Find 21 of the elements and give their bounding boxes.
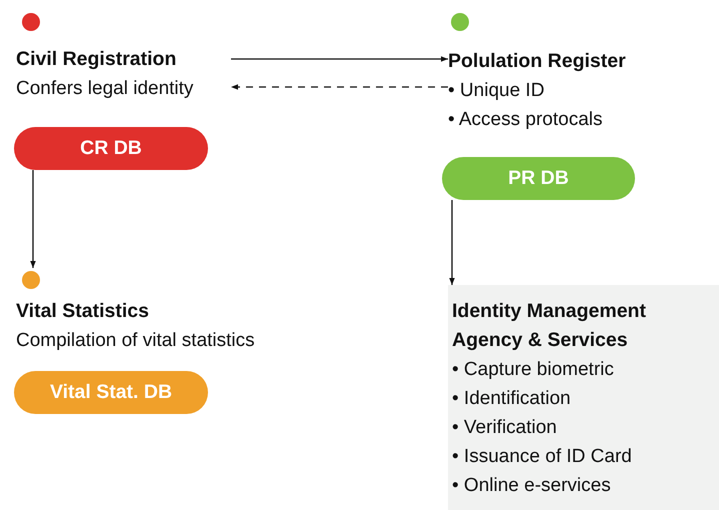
dashed-arrow xyxy=(231,84,448,90)
heading: Identity Management Agency & Services xyxy=(452,299,647,353)
bullet-item: • Online e-services xyxy=(452,474,612,498)
database-pill: CR DB xyxy=(14,127,208,170)
bullet-item: • Verification xyxy=(452,416,558,440)
heading: Polulation Register xyxy=(448,49,627,74)
bullet-item: • Access protocals xyxy=(448,108,604,132)
bullet-item: • Capture biometric xyxy=(452,358,615,382)
database-pill: PR DB xyxy=(442,157,635,200)
heading: Vital Statistics xyxy=(16,299,150,324)
description: Confers legal identity xyxy=(16,77,194,101)
arrow xyxy=(30,170,36,268)
bullet-item: • Issuance of ID Card xyxy=(452,445,633,469)
arrow xyxy=(231,56,448,62)
arrow xyxy=(449,200,455,285)
bullet-item: • Unique ID xyxy=(448,79,546,103)
info-panel xyxy=(448,285,719,510)
database-pill: Vital Stat. DB xyxy=(14,371,208,414)
heading: Civil Registration xyxy=(16,47,178,72)
bullet-item: • Identification xyxy=(452,387,572,411)
description: Compilation of vital statistics xyxy=(16,329,256,353)
